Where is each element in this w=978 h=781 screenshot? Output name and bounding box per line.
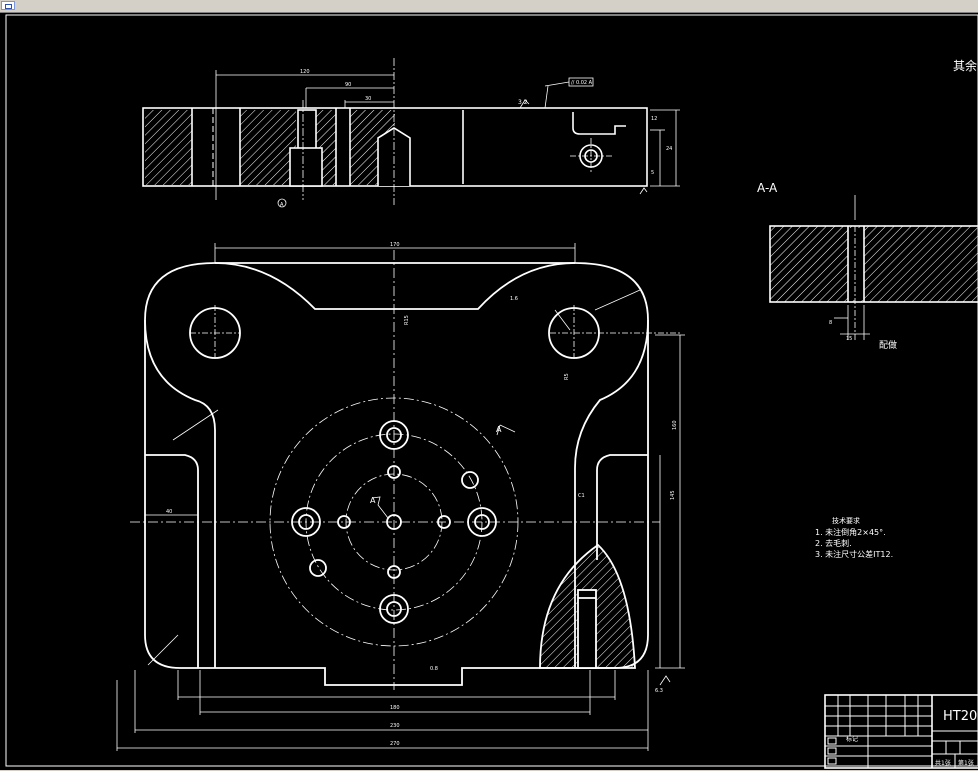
dim-base-width: 180 [390,705,400,711]
dim-side-right: 12 [651,116,657,122]
plate-outline [144,262,649,686]
dim-side-small: 5 [651,170,654,176]
dim-right-height: 160 [672,420,678,430]
sheet-border [5,14,978,767]
top-view-hatch-left [145,110,192,185]
inner-cutout [144,262,649,668]
datum-a-arrow: A [496,425,502,434]
roughness-top: 3.2 [518,99,528,106]
dim-top-inner: 90 [345,82,351,88]
app-icon[interactable] [1,1,15,10]
dim-left-offset: 40 [166,509,172,515]
title-block-revision: 标记 [846,735,858,743]
dim-overall-width: 270 [390,741,400,747]
roughness-inner: 0.8 [430,666,438,672]
sheet-label: 其余 [953,58,977,73]
roughness-side: 1.6 [510,296,518,302]
title-block-material: HT200 [943,709,978,724]
chamfer-callout: C1 [578,493,585,499]
dim-plate-width: 170 [390,242,400,248]
dim-right-side: 24 [666,146,672,152]
plan-view[interactable] [144,262,649,686]
datum-a-top: A [280,202,284,208]
dim-right-lower: 145 [670,490,676,500]
section-a-a-label: A-A [757,181,778,195]
title-block-sheet-no: 第1张 [958,759,974,767]
title-block-sheet-count: 共1张 [935,759,951,767]
dim-section-width: 8 [829,320,832,326]
top-view-dimensions [216,74,680,208]
flatness-callout: // 0.02 A [571,80,593,86]
tech-requirement-item: 2. 去毛刺. [815,538,852,548]
dim-top-small: 30 [365,96,371,102]
dim-section-depth: 15 [846,336,852,342]
datum-a-plan: A [370,496,376,505]
tech-requirement-item: 1. 未注倒角2×45°. [815,527,886,537]
tech-requirements: 技术要求 1. 未注倒角2×45°. 2. 去毛刺. 3. 未注尺寸公差IT12… [815,516,893,559]
tech-requirement-item: 3. 未注尺寸公差IT12. [815,549,893,559]
title-bar [0,0,978,13]
top-view[interactable] [142,58,648,205]
roughness-bottom: 6.3 [655,688,663,694]
tech-requirements-heading: 技术要求 [832,516,860,525]
section-a-a-view[interactable] [769,195,978,340]
dim-radius-r15: R15 [404,315,410,325]
dim-base-inner: 230 [390,723,400,729]
top-view-hatch-mid [240,110,296,185]
dim-top-overall: 120 [300,69,310,75]
section-note: 配做 [879,339,897,351]
plan-dimensions [116,243,685,751]
dim-radius-r5: R5 [564,373,570,380]
title-block[interactable] [824,694,978,769]
bolt-holes [291,420,497,624]
status-bar [0,770,978,781]
drawing-canvas[interactable]: 120 90 30 // 0.02 A 3.2 12 24 5 A [0,13,978,770]
